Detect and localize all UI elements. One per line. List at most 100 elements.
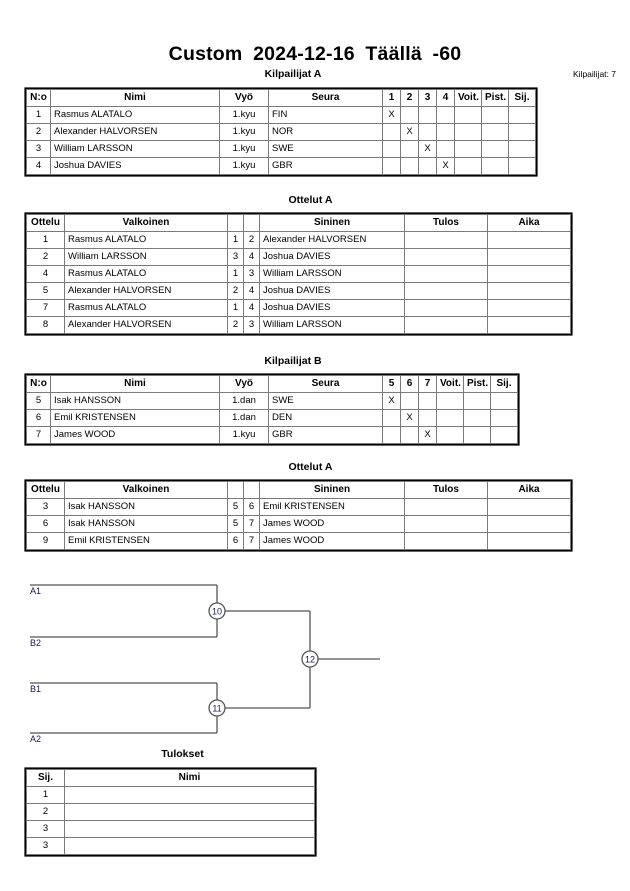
cell-name xyxy=(64,803,315,821)
col-valkoinen: Valkoinen xyxy=(64,214,228,232)
cell-mark-1 xyxy=(400,140,419,158)
col-opp-2: 2 xyxy=(400,89,419,107)
col-valkoinen: Valkoinen xyxy=(64,481,228,499)
table-row: 1 xyxy=(26,786,315,804)
cell-time xyxy=(487,299,571,317)
cell-mark-1 xyxy=(400,106,419,124)
cell-mark-0 xyxy=(382,123,401,141)
cell-club: DEN xyxy=(268,409,383,427)
cell-time xyxy=(487,231,571,249)
cell-mark-3 xyxy=(436,140,455,158)
cell-blue-name: William LARSSON xyxy=(259,316,405,334)
cell-no: 7 xyxy=(26,426,51,444)
cell-mark-2: X xyxy=(418,140,437,158)
cell-white-no: 2 xyxy=(227,316,244,334)
bracket-node-12-label: 12 xyxy=(305,655,315,665)
matches-a-header-row: Ottelu Valkoinen Sininen Tulos Aika xyxy=(26,214,571,232)
col-ottelu: Ottelu xyxy=(26,214,65,232)
col-opp-6: 6 xyxy=(400,375,419,393)
cell-time xyxy=(487,248,571,266)
cell-sij xyxy=(508,157,536,175)
cell-place: 1 xyxy=(26,786,65,804)
playoff-bracket: 10 11 12 A1 B2 B1 A2 xyxy=(0,570,630,750)
cell-white-no: 1 xyxy=(227,265,244,283)
cell-mark-0: X xyxy=(382,106,401,124)
cell-mark-2 xyxy=(418,157,437,175)
cell-match-no: 2 xyxy=(26,248,65,266)
col-pist: Pist. xyxy=(481,89,509,107)
cell-white-name: Isak HANSSON xyxy=(64,515,228,533)
cell-time xyxy=(487,265,571,283)
cell-blue-no: 7 xyxy=(243,515,260,533)
col-opp-1: 1 xyxy=(382,89,401,107)
cell-blue-no: 4 xyxy=(243,248,260,266)
cell-blue-name: Joshua DAVIES xyxy=(259,282,405,300)
cell-white-name: Emil KRISTENSEN xyxy=(64,532,228,550)
results-header-row: Sij. Nimi xyxy=(26,769,315,787)
cell-pist xyxy=(463,409,491,427)
col-no: N:o xyxy=(26,375,51,393)
cell-voit xyxy=(454,140,482,158)
cell-name: Alexander HALVORSEN xyxy=(50,123,220,141)
cell-result xyxy=(404,532,488,550)
cell-mark-3: X xyxy=(436,157,455,175)
cell-pist xyxy=(463,392,491,410)
cell-result xyxy=(404,498,488,516)
cell-pist xyxy=(481,140,509,158)
col-blue-no xyxy=(243,214,260,232)
cell-pist xyxy=(481,123,509,141)
cell-place: 2 xyxy=(26,803,65,821)
cell-no: 1 xyxy=(26,106,51,124)
col-vyo: Vyö xyxy=(219,89,269,107)
cell-mark-3 xyxy=(436,123,455,141)
col-nimi: Nimi xyxy=(50,375,220,393)
cell-match-no: 6 xyxy=(26,515,65,533)
col-voit: Voit. xyxy=(454,89,482,107)
cell-blue-no: 7 xyxy=(243,532,260,550)
cell-name: Isak HANSSON xyxy=(50,392,220,410)
pool-b-header-row: N:o Nimi Vyö Seura 5 6 7 Voit. Pist. Sij… xyxy=(26,375,518,393)
bracket-node-11-circle xyxy=(208,699,226,717)
cell-match-no: 4 xyxy=(26,265,65,283)
bracket-seed-b2: B2 xyxy=(30,638,42,648)
cell-mark-1 xyxy=(400,157,419,175)
cell-result xyxy=(404,231,488,249)
cell-white-no: 6 xyxy=(227,532,244,550)
cell-belt: 1.kyu xyxy=(219,157,269,175)
page-title: Custom 2024-12-16 Täällä -60 xyxy=(168,43,462,65)
cell-voit xyxy=(454,157,482,175)
cell-blue-name: William LARSSON xyxy=(259,265,405,283)
cell-place: 3 xyxy=(26,837,65,855)
cell-mark-1: X xyxy=(400,123,419,141)
cell-match-no: 5 xyxy=(26,282,65,300)
bracket-seed-b1: B1 xyxy=(30,684,42,694)
bracket-seed-a1: A1 xyxy=(30,586,42,596)
cell-club: SWE xyxy=(268,140,383,158)
matches-b-header-row: Ottelu Valkoinen Sininen Tulos Aika xyxy=(26,481,571,499)
col-nimi: Nimi xyxy=(50,89,220,107)
cell-no: 5 xyxy=(26,392,51,410)
cell-voit xyxy=(454,123,482,141)
cell-sij xyxy=(508,106,536,124)
bracket-seed-a2: A2 xyxy=(30,734,42,744)
cell-name: Emil KRISTENSEN xyxy=(50,409,220,427)
cell-time xyxy=(487,316,571,334)
col-sininen: Sininen xyxy=(259,214,405,232)
cell-mark-0 xyxy=(382,157,401,175)
cell-sij xyxy=(490,409,518,427)
cell-belt: 1.kyu xyxy=(219,123,269,141)
cell-time xyxy=(487,515,571,533)
col-opp-3: 3 xyxy=(418,89,437,107)
cell-name xyxy=(64,820,315,838)
